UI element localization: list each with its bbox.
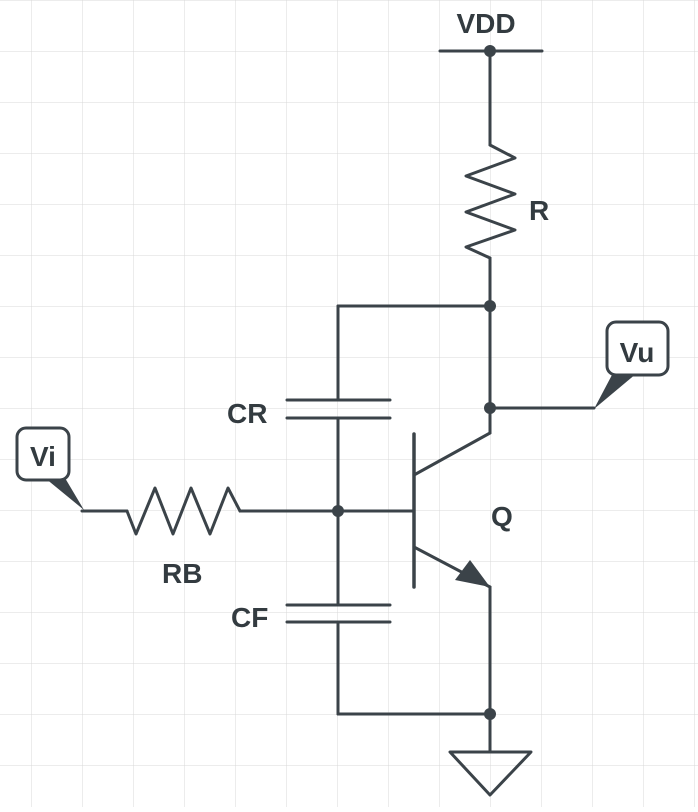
junction-vdd bbox=[484, 45, 496, 57]
label-q: Q bbox=[491, 501, 513, 532]
port-vu-box bbox=[605, 320, 670, 377]
label-cf: CF bbox=[231, 602, 268, 633]
port-vi-pointer bbox=[45, 478, 84, 510]
port-vi-box bbox=[15, 426, 71, 482]
port-vu: Vu bbox=[594, 320, 670, 409]
label-cr: CR bbox=[227, 398, 267, 429]
label-rb: RB bbox=[162, 558, 202, 589]
junction-top bbox=[484, 300, 496, 312]
port-vu-pointer bbox=[594, 373, 637, 409]
port-vi-label: Vi bbox=[30, 441, 56, 472]
port-vu-label: Vu bbox=[620, 337, 655, 368]
resistor-rb bbox=[125, 486, 242, 536]
junction-base bbox=[332, 505, 344, 517]
resistor-r bbox=[464, 143, 517, 260]
label-r: R bbox=[529, 195, 549, 226]
transistor-collector bbox=[412, 431, 492, 477]
junction-output bbox=[484, 402, 496, 414]
junction-bottom bbox=[484, 708, 496, 720]
ground-symbol bbox=[448, 750, 533, 797]
transistor-emitter-arrow bbox=[455, 560, 490, 587]
port-vi: Vi bbox=[15, 426, 84, 510]
label-vdd: VDD bbox=[456, 8, 515, 39]
